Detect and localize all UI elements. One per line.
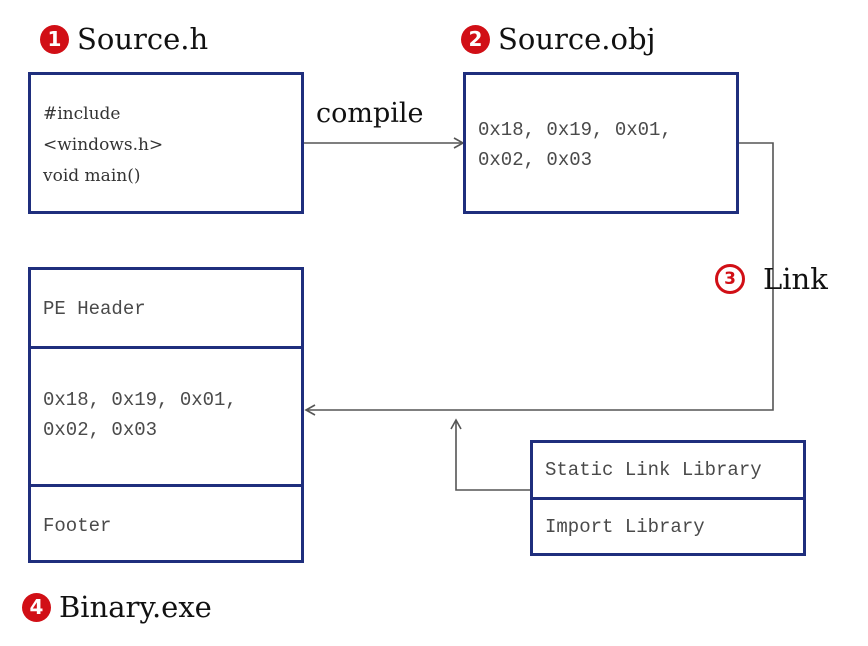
pe-header-section: PE Header: [31, 270, 301, 346]
link-arrow: [304, 142, 774, 416]
bytes-line: 0x02, 0x03: [478, 149, 593, 171]
source-h-label: Source.h: [77, 22, 209, 56]
source-h-box: #include <windows.h> void main(): [28, 72, 304, 214]
step-4-badge: 4: [22, 592, 51, 622]
library-box: Static Link Library Import Library: [530, 440, 806, 556]
binary-code-bytes: 0x18, 0x19, 0x01, 0x02, 0x03: [43, 385, 237, 445]
import-lib-label: Import Library: [545, 516, 705, 538]
source-obj-bytes: 0x18, 0x19, 0x01, 0x02, 0x03: [478, 115, 672, 175]
step-2-badge: 2: [461, 24, 490, 54]
pe-header-label: PE Header: [43, 298, 146, 320]
static-lib-section: Static Link Library: [533, 443, 803, 497]
link-title: 3 Link: [715, 262, 828, 296]
compile-label: compile: [316, 98, 424, 129]
footer-label: Footer: [43, 515, 112, 537]
code-line: void main(): [43, 166, 141, 186]
code-line: #include: [43, 104, 121, 124]
footer-section: Footer: [31, 484, 301, 560]
binary-label: Binary.exe: [59, 590, 212, 624]
step-1-badge: 1: [40, 24, 69, 54]
link-label: Link: [763, 262, 828, 296]
library-arrow: [450, 418, 530, 491]
binary-title: 4 Binary.exe: [22, 590, 212, 624]
binary-code-section: 0x18, 0x19, 0x01, 0x02, 0x03: [31, 346, 301, 484]
import-lib-section: Import Library: [533, 497, 803, 553]
source-obj-box: 0x18, 0x19, 0x01, 0x02, 0x03: [463, 72, 739, 214]
source-h-title: 1 Source.h: [40, 22, 208, 56]
bytes-line: 0x18, 0x19, 0x01,: [43, 389, 237, 411]
source-obj-title: 2 Source.obj: [461, 22, 656, 56]
bytes-line: 0x18, 0x19, 0x01,: [478, 119, 672, 141]
step-3-badge: 3: [715, 264, 745, 294]
bytes-line: 0x02, 0x03: [43, 419, 158, 441]
binary-exe-box: PE Header 0x18, 0x19, 0x01, 0x02, 0x03 Fo…: [28, 267, 304, 563]
source-h-code: #include <windows.h> void main(): [43, 99, 163, 192]
static-lib-label: Static Link Library: [545, 459, 762, 481]
source-obj-label: Source.obj: [498, 22, 656, 56]
code-line: <windows.h>: [43, 135, 164, 155]
